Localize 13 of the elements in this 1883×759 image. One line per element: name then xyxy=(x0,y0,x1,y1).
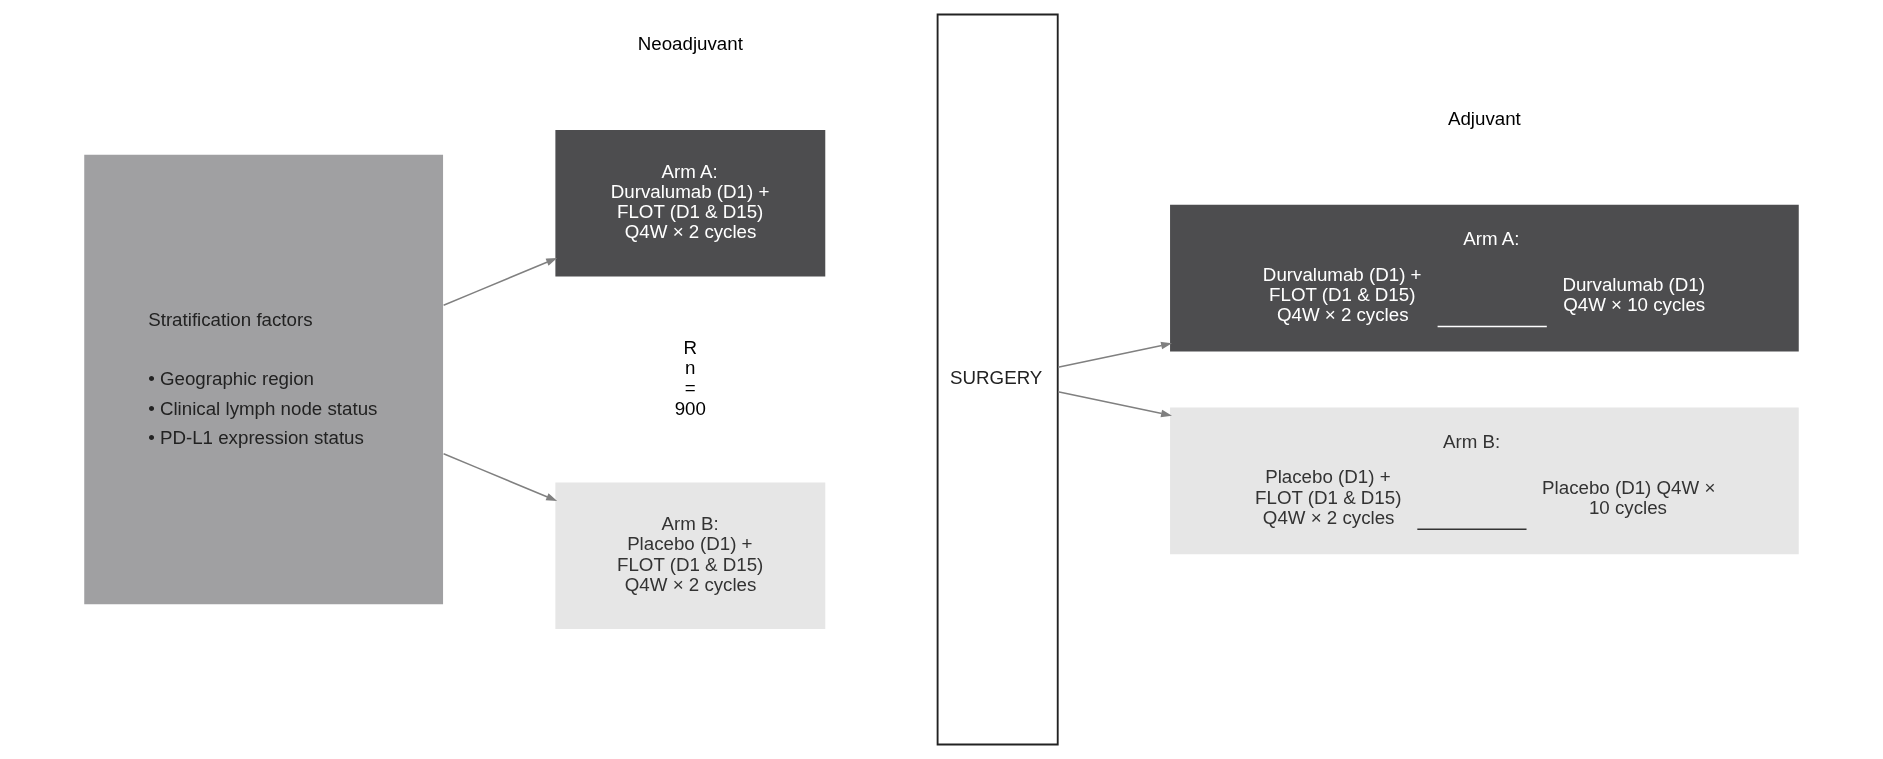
node-box: Arm B: Placebo (D1) + FLOT (D1 & D15) Q4W × 2 cycles Placebo (D1) Q4W × 10 cycles xyxy=(1170,407,1799,555)
arrow xyxy=(1057,341,1172,368)
arrow xyxy=(1057,391,1172,418)
node-box: SURGERY xyxy=(936,13,1059,746)
arrow xyxy=(442,258,558,307)
node-box: Arm B: Placebo (D1) + FLOT (D1 & D15) Q4W × 2 cycles xyxy=(555,482,826,630)
label: R n = 900 xyxy=(674,336,706,419)
label: Adjuvant xyxy=(1447,108,1521,130)
node-box: Arm A: Durvalumab (D1) + FLOT (D1 & D15) Q4W × 2 cycles xyxy=(555,129,826,277)
node-box: Arm A: Durvalumab (D1) + FLOT (D1 & D15) Q4W × 2 cycles Durvalumab (D1) Q4W × 10 cycles xyxy=(1170,204,1799,352)
node-box: Stratification factors • Geographic region • Clinical lymph node status • PD-L1 expression status xyxy=(84,154,444,605)
label: Neoadjuvant xyxy=(637,33,743,55)
arrow xyxy=(442,452,558,501)
